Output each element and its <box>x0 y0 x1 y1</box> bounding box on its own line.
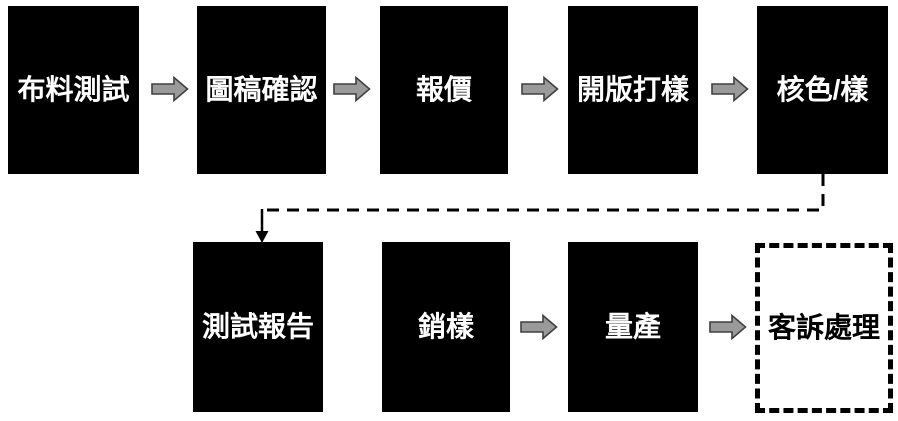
node-label: 銷樣 <box>417 311 474 342</box>
node-artwork-confirmation: 圖稿確認 <box>197 6 326 174</box>
right-arrow-icon <box>151 75 189 103</box>
right-arrow-icon <box>709 313 747 341</box>
node-label: 核色/樣 <box>776 74 869 105</box>
right-arrow-icon <box>711 75 749 103</box>
node-label: 測試報告 <box>201 311 314 342</box>
node-label: 布料測試 <box>17 74 130 105</box>
right-arrow-icon <box>520 313 558 341</box>
node-customer-complaint-handling: 客訴處理 <box>755 243 893 413</box>
node-label: 量產 <box>604 311 661 342</box>
node-label: 圖稿確認 <box>205 74 318 105</box>
node-sealed-sample: 銷樣 <box>382 242 510 412</box>
node-label: 報價 <box>415 74 472 105</box>
right-arrow-icon <box>521 75 559 103</box>
node-fabric-test: 布料測試 <box>8 6 139 174</box>
right-arrow-icon <box>333 75 371 103</box>
node-label: 客訴處理 <box>767 312 880 343</box>
node-color-sample-check: 核色/樣 <box>757 6 888 174</box>
node-quotation: 報價 <box>380 6 508 174</box>
node-label: 開版打樣 <box>576 74 689 105</box>
node-test-report: 測試報告 <box>193 242 323 412</box>
node-mass-production: 量產 <box>568 242 698 412</box>
node-plate-making-proofing: 開版打樣 <box>568 6 698 174</box>
